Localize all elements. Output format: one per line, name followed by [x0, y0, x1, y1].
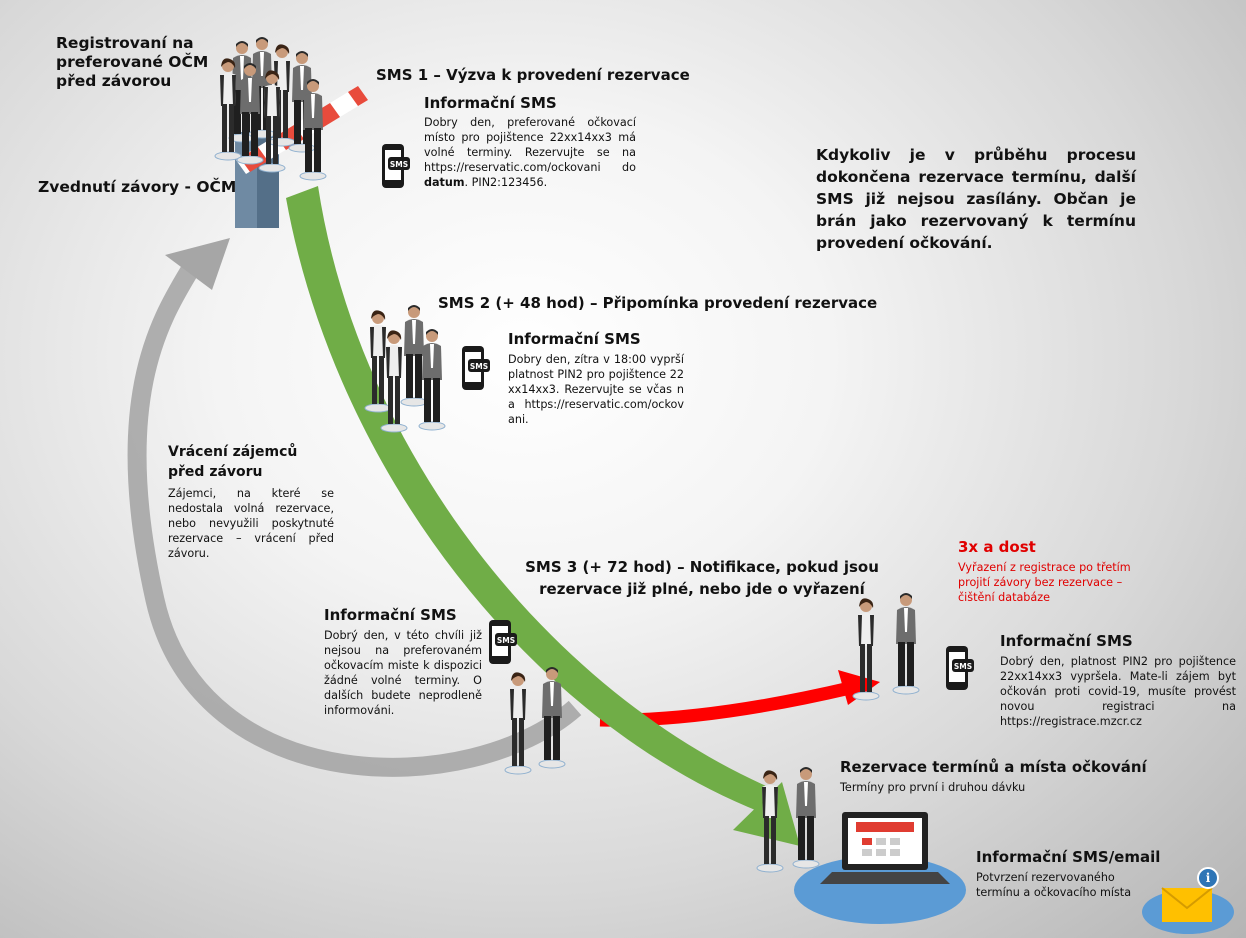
sms1-info-heading: Informační SMS: [424, 94, 557, 112]
registered-label: Registrovaní na preferované OČM před záv…: [56, 34, 209, 90]
expired-text: Dobrý den, platnost PIN2 pro pojištence …: [1000, 655, 1236, 728]
people-group-top: [214, 36, 327, 181]
people-group-sms3: [504, 666, 566, 775]
sms3-text: Dobrý den, v této chvíli již nejsou na p…: [324, 629, 482, 717]
red-arrow-head: [838, 670, 880, 705]
sms1-text: Dobry den, preferované očkovací místo pr…: [424, 116, 636, 189]
email-title: Informační SMS/email: [976, 848, 1161, 866]
reservation-sub: Termíny pro první i druhou dávku: [840, 781, 1026, 794]
return-arrow: [127, 265, 582, 777]
raise-barrier-label: Zvednutí závory - OČM: [38, 178, 237, 196]
sms2-title: SMS 2 (+ 48 hod) – Připomínka provedení …: [438, 294, 878, 312]
envelope-info-icon: i: [1142, 867, 1234, 934]
laptop-calendar-icon: [794, 812, 966, 924]
email-text: Potvrzení rezervovaného termínu a očkova…: [976, 871, 1132, 899]
phone-sms-icon: [382, 144, 410, 188]
phone-sms-icon: [946, 646, 974, 690]
anytime-note: Kdykoliv je v průběhu procesu dokončena …: [816, 146, 1136, 252]
three-strikes-title: 3x a dost: [958, 538, 1036, 556]
reservation-title: Rezervace termínů a místa očkování: [840, 758, 1147, 776]
sms3-info-heading: Informační SMS: [324, 606, 457, 624]
sms3-title: SMS 3 (+ 72 hod) – Notifikace, pokud jso…: [525, 558, 879, 598]
sms2-info-heading: Informační SMS: [508, 330, 641, 348]
three-strikes-text: Vyřazení z registrace po třetím projití …: [958, 561, 1131, 604]
return-title: Vrácení zájemců před závoru: [168, 444, 298, 480]
phone-sms-icon: [462, 346, 490, 390]
sms1-title: SMS 1 – Výzva k provedení rezervace: [376, 66, 690, 84]
return-arrow-head: [165, 238, 230, 290]
people-group-strike: [852, 592, 920, 701]
sms2-text: Dobry den, zítra v 18:00 vyprší platnost…: [508, 353, 684, 426]
svg-text:i: i: [1206, 871, 1211, 885]
expired-info-heading: Informační SMS: [1000, 632, 1133, 650]
return-text: Zájemci, na které se nedostala volná rez…: [168, 487, 334, 560]
